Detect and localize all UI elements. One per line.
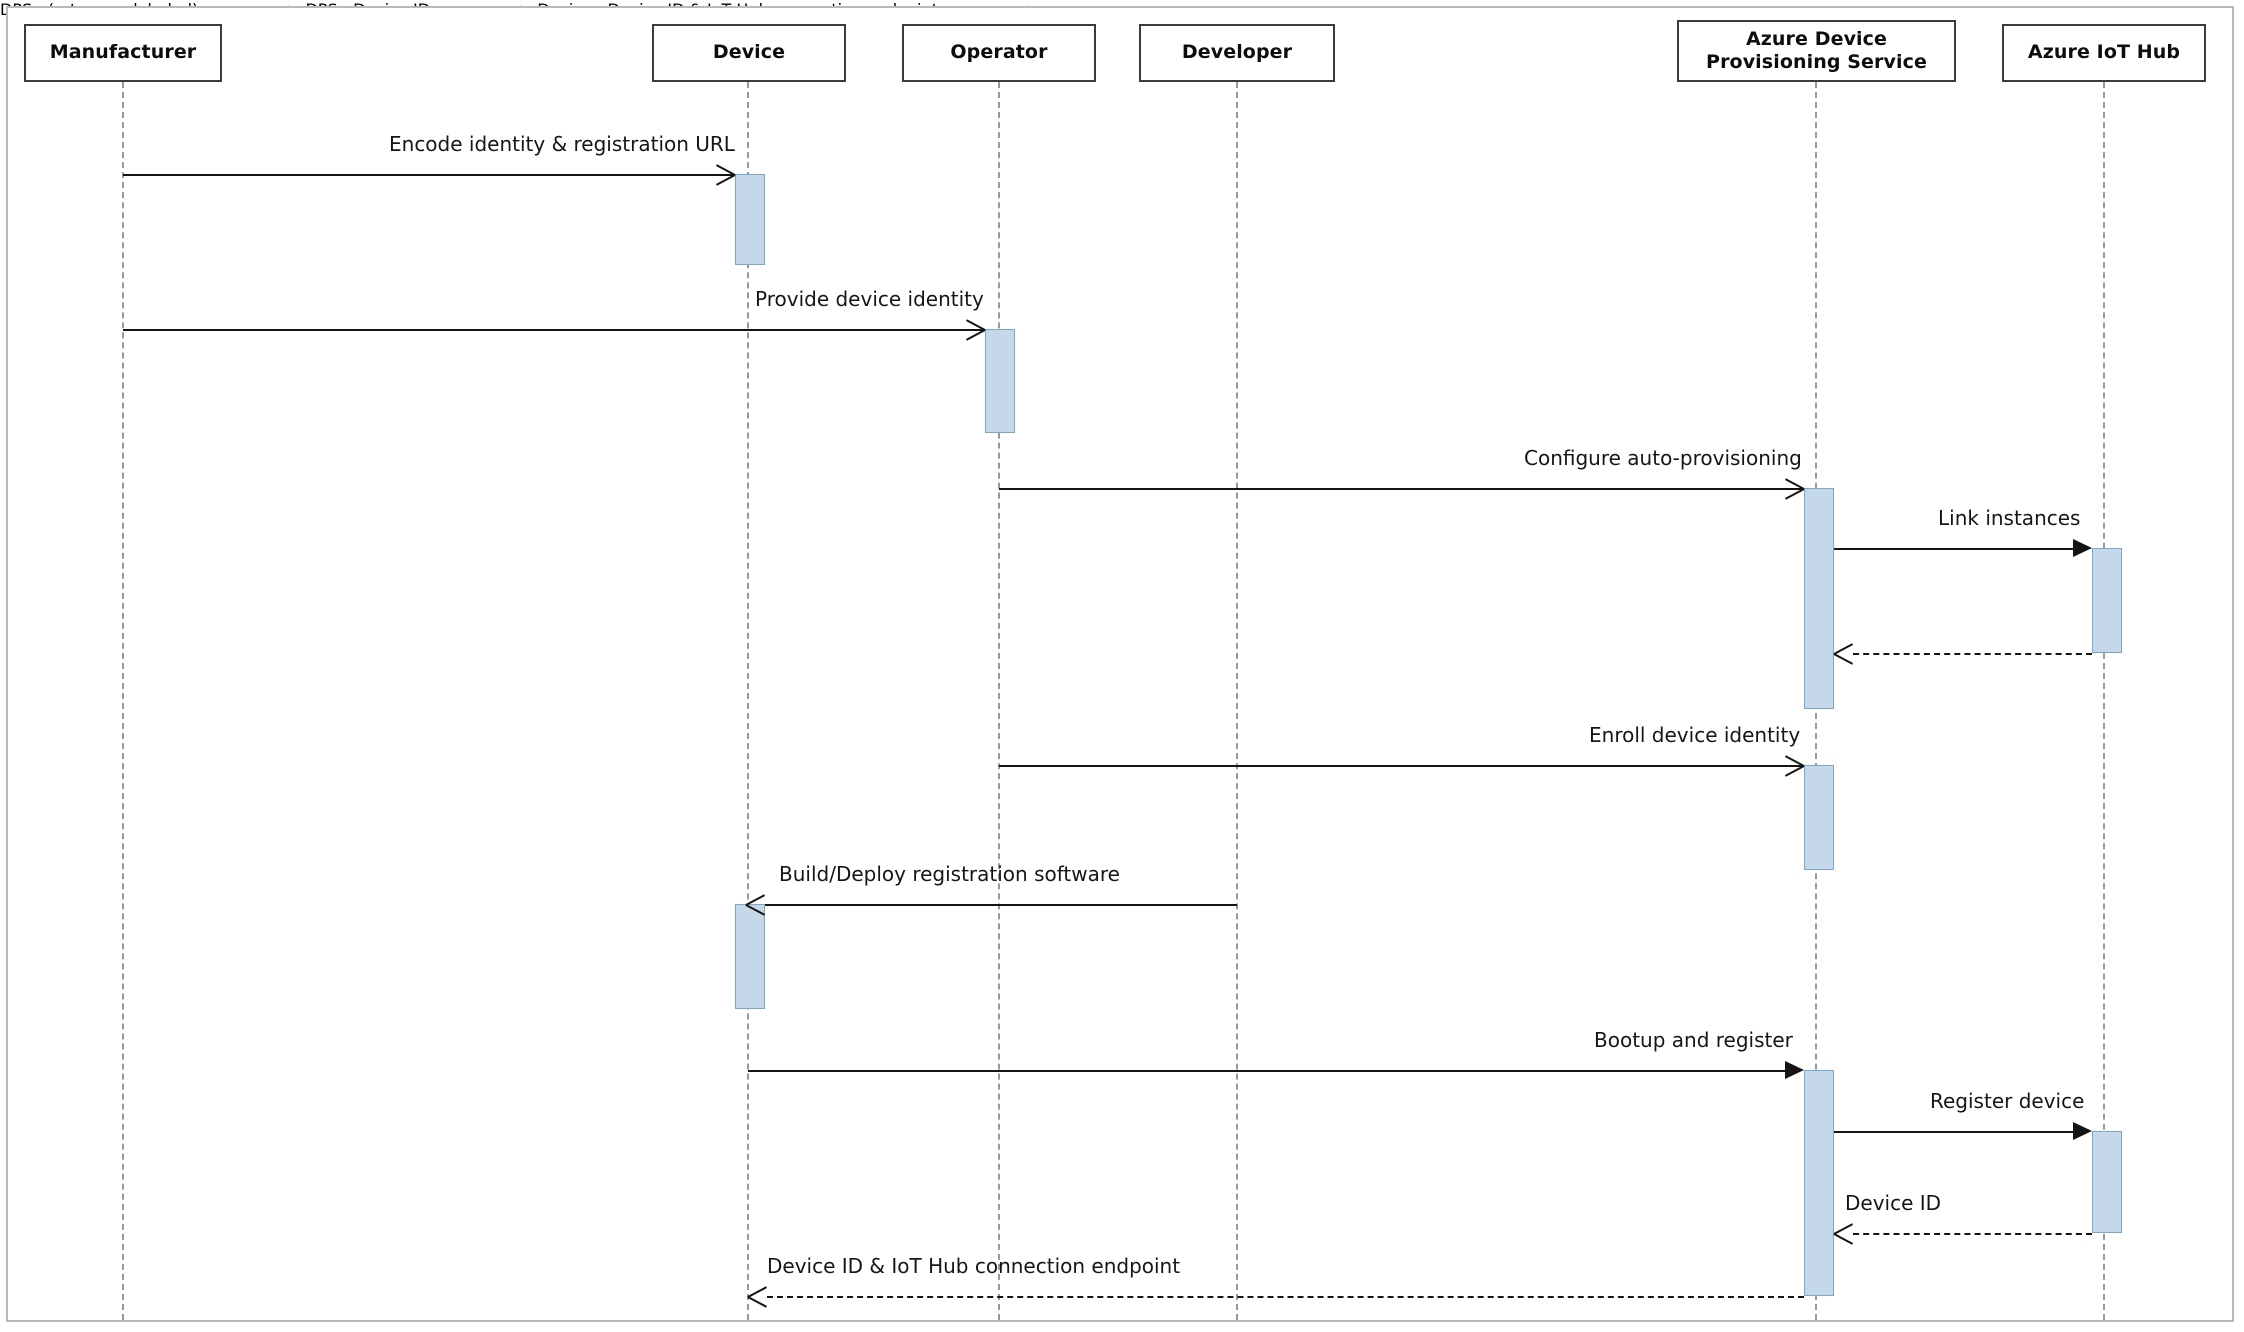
activation-bar-iothub-2 — [2092, 1131, 2122, 1233]
participant-label-developer: Developer — [1181, 41, 1293, 64]
participant-label-device: Device — [712, 41, 786, 64]
message-line-link-instances-return — [1853, 653, 2092, 655]
message-line-build-deploy-registration-software — [765, 904, 1237, 906]
message-line-bootup-and-register — [748, 1070, 1785, 1072]
message-line-register-device — [1834, 1131, 2073, 1133]
activation-bar-device-1 — [735, 174, 765, 265]
message-line-device-id-and-iot-hub-connection-endpoint — [767, 1296, 1804, 1298]
arrow-head-link-instances — [2073, 539, 2092, 557]
participant-label-manufacturer: Manufacturer — [49, 41, 197, 64]
message-label-device-id-and-iot-hub-connection-endpoint: Device ID & IoT Hub connection endpoint — [767, 1254, 1181, 1278]
message-label-register-device: Register device — [1930, 1089, 2085, 1113]
participant-azure-device-provisioning-service[interactable]: Azure Device Provisioning Service — [1677, 20, 1956, 82]
activation-bar-device-2 — [735, 904, 765, 1009]
activation-bar-iothub-1 — [2092, 548, 2122, 653]
participant-label-dps: Azure Device Provisioning Service — [1706, 27, 1927, 73]
participant-label-operator: Operator — [950, 41, 1048, 64]
lifeline-iothub — [2103, 82, 2105, 1320]
participant-manufacturer[interactable]: Manufacturer — [24, 24, 222, 82]
message-label-enroll-device-identity: Enroll device identity — [1589, 723, 1801, 747]
participant-device[interactable]: Device — [652, 24, 846, 82]
diagram-frame — [6, 6, 2234, 1322]
message-label-link-instances: Link instances — [1938, 506, 2081, 530]
participant-label-iothub: Azure IoT Hub — [2027, 41, 2181, 64]
message-label-bootup-and-register: Bootup and register — [1594, 1028, 1793, 1052]
message-line-provide-device-identity — [123, 329, 985, 331]
message-line-link-instances — [1834, 548, 2073, 550]
message-label-build-deploy-registration-software: Build/Deploy registration software — [779, 862, 1120, 886]
activation-bar-dps-1 — [1804, 488, 1834, 709]
activation-bar-dps-2 — [1804, 765, 1834, 870]
message-line-enroll-device-identity — [999, 765, 1804, 767]
participant-azure-iot-hub[interactable]: Azure IoT Hub — [2002, 24, 2206, 82]
participant-operator[interactable]: Operator — [902, 24, 1096, 82]
activation-bar-dps-3 — [1804, 1070, 1834, 1296]
message-line-encode-identity — [123, 174, 735, 176]
message-label-encode-identity: Encode identity & registration URL — [389, 132, 735, 156]
message-line-configure-auto-provisioning — [999, 488, 1804, 490]
activation-bar-operator-1 — [985, 329, 1015, 433]
arrow-head-register-device — [2073, 1122, 2092, 1140]
lifeline-operator — [998, 82, 1000, 1320]
message-label-device-id: Device ID — [1845, 1191, 1942, 1215]
message-label-provide-device-identity: Provide device identity — [755, 287, 984, 311]
arrow-head-bootup-and-register — [1785, 1061, 1804, 1079]
lifeline-manufacturer — [122, 82, 124, 1320]
lifeline-developer — [1236, 82, 1238, 1320]
message-line-device-id — [1853, 1233, 2092, 1235]
message-label-configure-auto-provisioning: Configure auto-provisioning — [1524, 446, 1802, 470]
lifeline-device — [747, 82, 749, 1320]
participant-developer[interactable]: Developer — [1139, 24, 1335, 82]
